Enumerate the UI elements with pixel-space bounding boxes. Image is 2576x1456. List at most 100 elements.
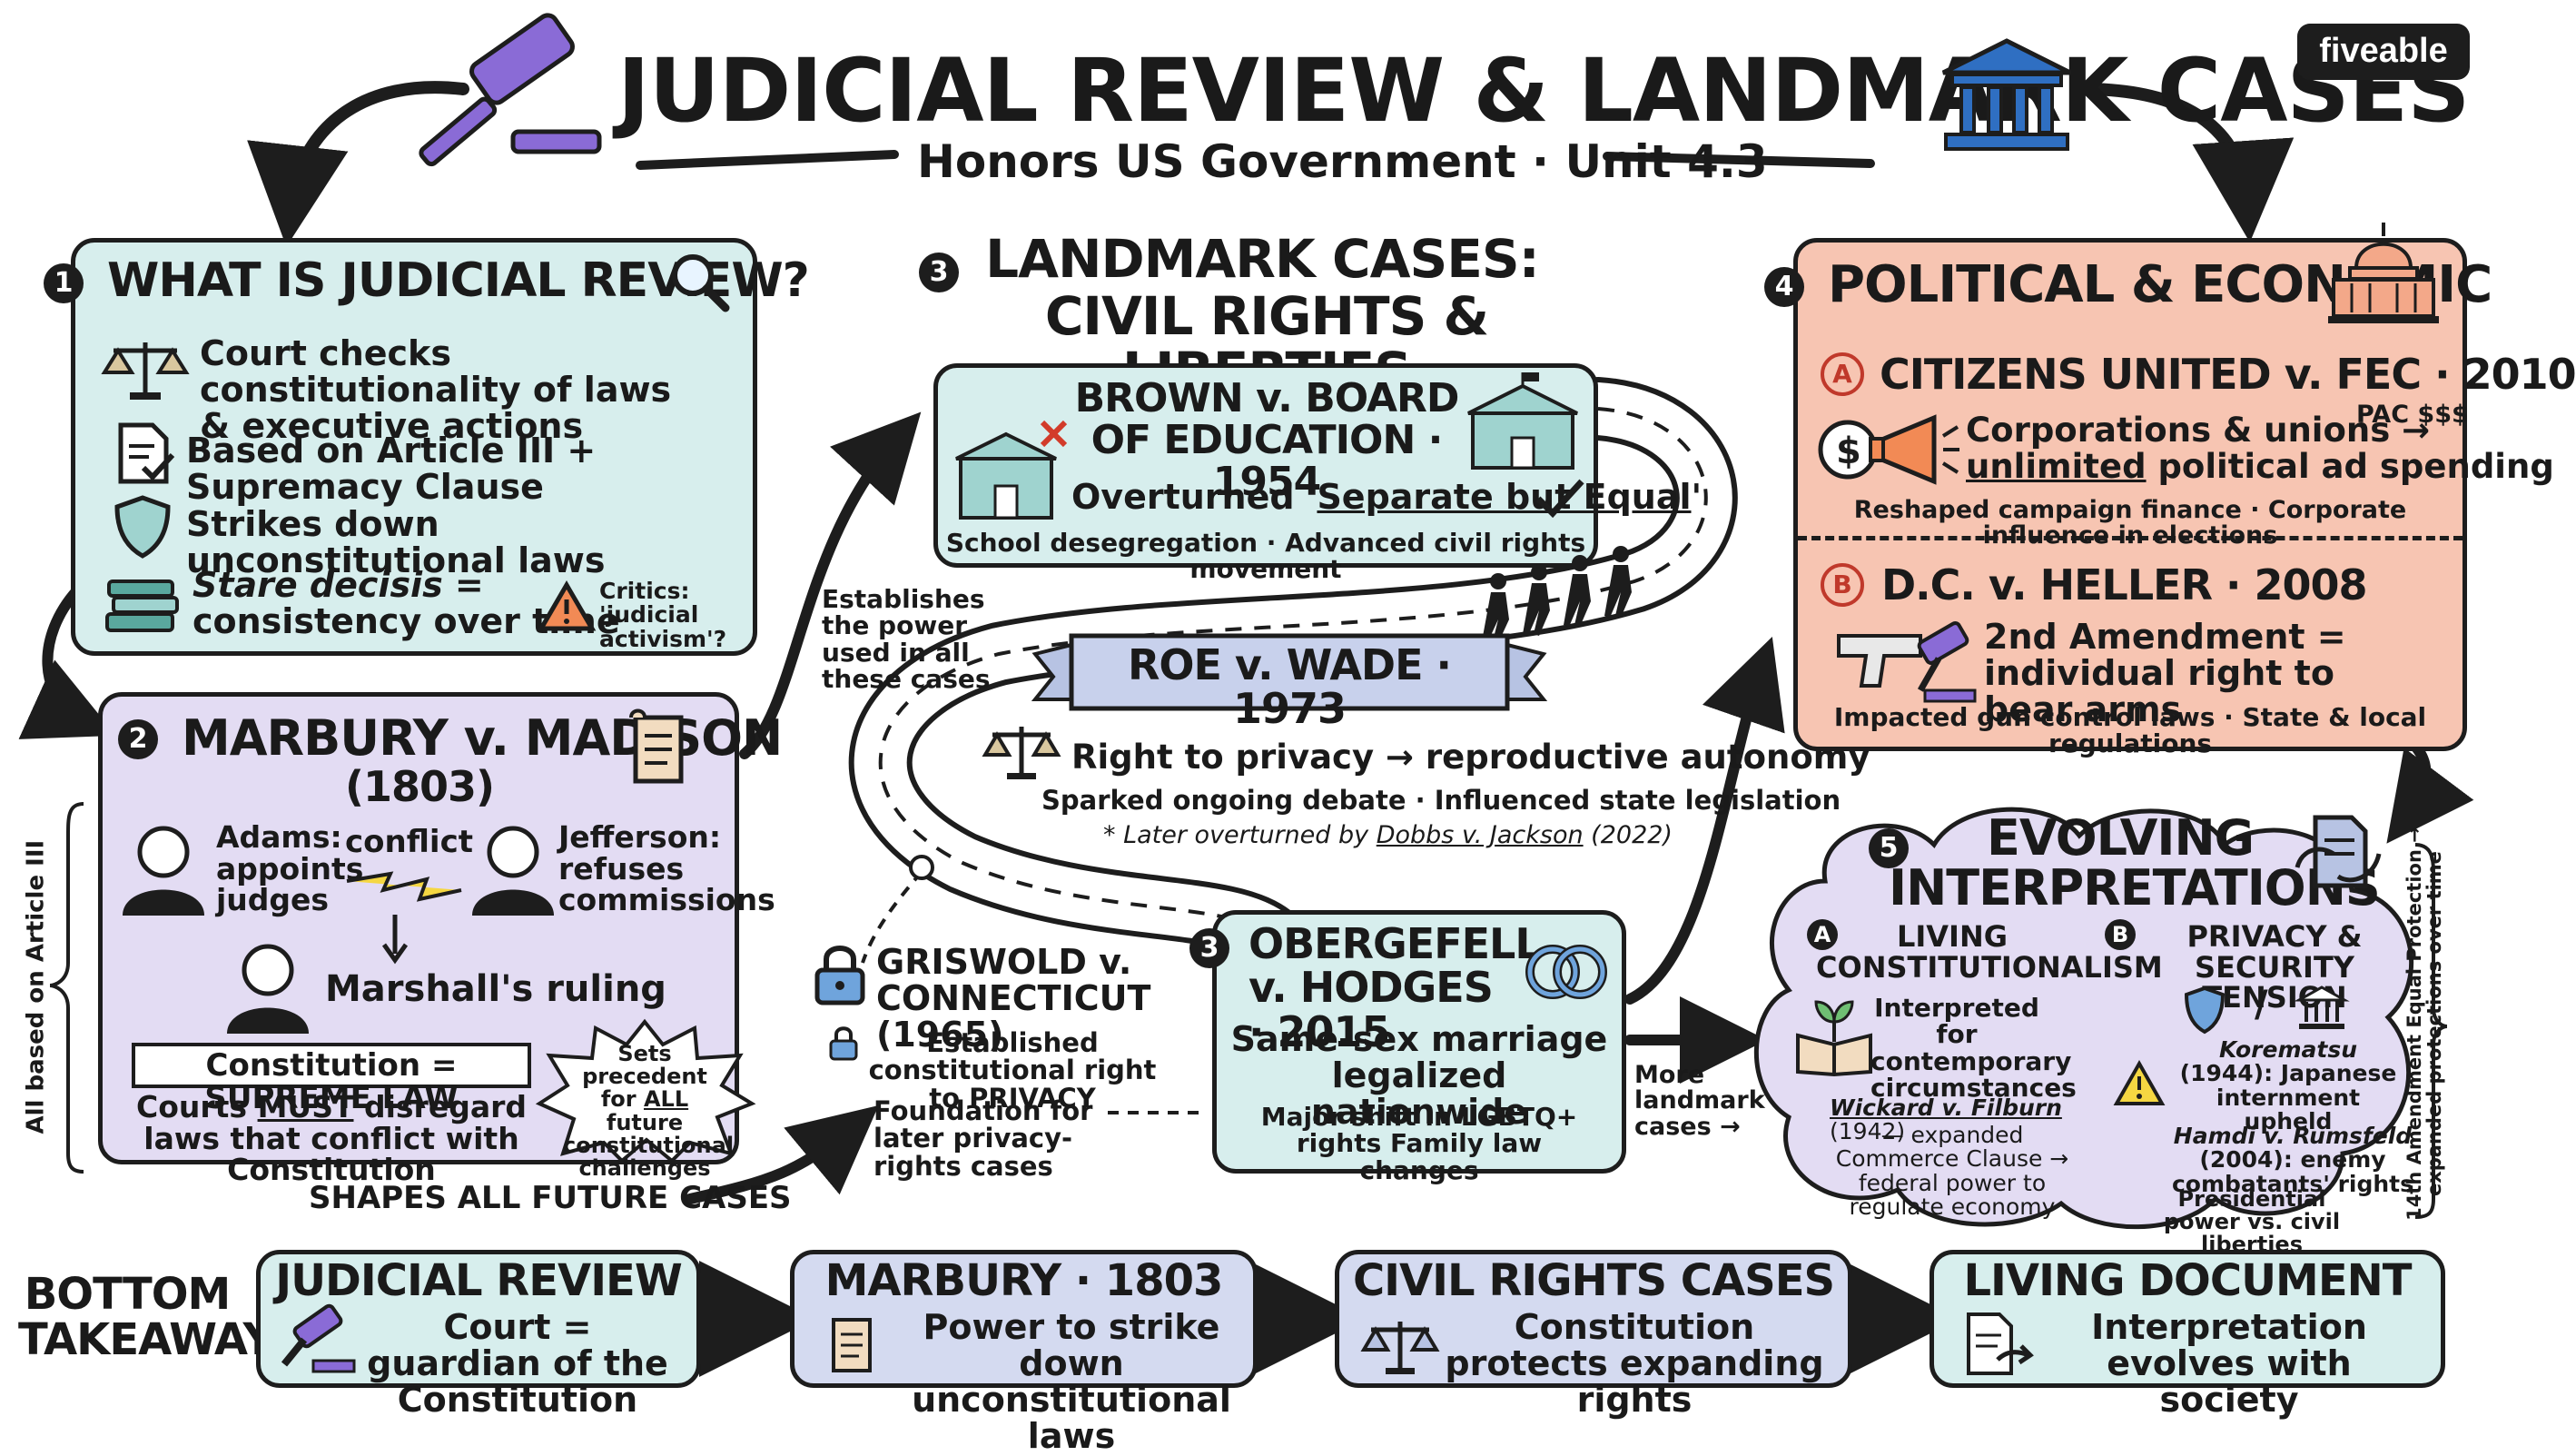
roe-l3-pre: * Later overturned by	[1103, 821, 1377, 849]
scales-icon	[982, 727, 1061, 779]
scales-icon	[1360, 1322, 1440, 1374]
section-title-line1: EVOLVING	[1986, 809, 2255, 867]
heller-line1: 2nd Amendment = individual right to bear…	[1984, 617, 2346, 729]
wickard-detail: — expanded Commerce Clause → federal pow…	[1835, 1122, 2069, 1220]
starburst-badge-icon	[535, 1018, 756, 1164]
must-post: disregard laws that conflict with Consti…	[143, 1089, 527, 1188]
s1-item-3: Strikes down unconstitutional laws	[186, 504, 606, 580]
brown-overturned: Overturned 'Separate but Equal'	[1071, 477, 1703, 517]
takeaway-text: Interpretation evolves with society	[2091, 1307, 2367, 1420]
jefferson-text: Jefferson: refuses commissions	[558, 819, 775, 918]
section-evolving-cloud	[1753, 807, 2414, 1230]
courthouse-icon	[1941, 38, 2072, 151]
section-number: 1	[44, 263, 84, 303]
obergefell-line2: Major shift in LGBTQ+ rights Family law …	[1260, 1102, 1578, 1185]
takeaway-title: JUDICIAL REVIEW	[275, 1255, 683, 1306]
page-subtitle: Honors US Government · Unit 4.3	[917, 135, 1768, 188]
takeaway-card	[1930, 1250, 2445, 1388]
roe-l3-case: Dobbs v. Jackson	[1376, 821, 1584, 849]
precedent-all: ALL	[643, 1086, 689, 1113]
hamdi-rest: (2004): enemy combatants' rights	[2171, 1146, 2414, 1197]
padlock-icon	[814, 946, 865, 1005]
obergefell-title: OBERGEFELL v. HODGES · 2015	[1249, 919, 1542, 1056]
shield-icon	[2184, 986, 2226, 1035]
document-arrow-icon	[1967, 1312, 2034, 1375]
more-cases-note: More landmark cases →	[1634, 1061, 1765, 1141]
rings-icon	[1525, 945, 1607, 999]
marchers-icon	[1482, 546, 1632, 643]
precedent-post: future constitutional challenges	[563, 1109, 735, 1181]
adams-portrait-icon	[123, 826, 204, 916]
privacy-slash: /	[2255, 984, 2268, 1025]
section-number: 5	[1869, 828, 1909, 868]
must-pre: Courts	[135, 1089, 258, 1124]
letter-b: B	[1821, 563, 1864, 607]
shield-icon	[114, 495, 171, 559]
magnifier-icon	[672, 254, 730, 312]
wickard-year: (1942)	[1830, 1118, 1906, 1145]
courthouse-small-icon	[2294, 986, 2350, 1029]
section-number: 3	[919, 253, 959, 292]
section-political-economic	[1793, 238, 2467, 751]
equal-protection-side-note: 14th Amendment Equal Protection → expand…	[2403, 827, 2445, 1221]
korematsu-case: Korematsu	[2218, 1036, 2357, 1063]
roe-line2: Sparked ongoing debate · Influenced stat…	[1041, 785, 1841, 816]
overturned-post: '	[1691, 477, 1703, 517]
shapes-future-note: SHAPES ALL FUTURE CASES	[309, 1180, 792, 1216]
privacy-security-title: PRIVACY & SECURITY TENSION	[2186, 919, 2363, 1015]
brown-title: BROWN v. BOARD OF EDUCATION · 1954	[1074, 375, 1460, 506]
citizens-line2: unlimited political ad spending	[1966, 449, 2554, 485]
courts-must: Courts MUST disregard laws that conflict…	[123, 1089, 540, 1188]
case-number: 3	[1189, 928, 1229, 968]
school-icon	[1467, 372, 1578, 470]
down-arrow-icon	[381, 915, 409, 965]
section-title-line2: INTERPRETATIONS	[1889, 859, 2381, 916]
padlock-small-icon	[829, 1026, 858, 1061]
griswold-title: GRISWOLD v. CONNECTICUT (1965)	[876, 942, 1151, 1055]
marshall-portrait-icon	[227, 944, 309, 1034]
takeaway-text: Court = guardian of the Constitution	[367, 1307, 668, 1420]
takeaway-text: Power to strike down unconstitutional la…	[912, 1307, 1231, 1456]
gun-gavel-icon	[1837, 621, 1977, 703]
brown-impact: School desegregation · Advanced civil ri…	[945, 528, 1586, 585]
precedent-note: Sets precedent for ALL future constituti…	[563, 1042, 734, 1180]
brand-logo: fiveable	[2297, 24, 2470, 80]
roe-line1: Right to privacy → reproductive autonomy	[1071, 738, 1870, 777]
page-title: JUDICIAL REVIEW & LANDMARK CASES	[617, 40, 2470, 142]
scroll-icon	[832, 1318, 872, 1372]
books-icon	[105, 579, 179, 632]
lightning-icon	[346, 871, 462, 902]
must-word: MUST	[257, 1089, 354, 1124]
adams-text: Adams: appoints judges	[216, 819, 364, 918]
document-check-icon	[118, 422, 175, 484]
heller-impact: Impacted gun control laws · State & loca…	[1833, 702, 2427, 759]
overturned-mid: Separate but Equal	[1317, 477, 1692, 517]
check-icon	[1535, 479, 1584, 519]
gavel-icon	[419, 13, 602, 167]
citizens-united-title: CITIZENS UNITED v. FEC · 2010	[1880, 350, 2576, 399]
establishes-note: Establishes the power used in all these …	[822, 584, 991, 695]
bottom-takeaway-label: BOTTOM TAKEAWAY	[18, 1269, 274, 1366]
section-number: 2	[118, 719, 158, 759]
connector-arrows	[18, 81, 2474, 1377]
marshall-ruling: Marshall's ruling	[325, 968, 666, 1010]
capitol-icon	[2328, 223, 2439, 323]
brand-text: fiveable	[2319, 32, 2448, 70]
takeaway-text: Constitution protects expanding rights	[1445, 1307, 1824, 1420]
presidential-power-note: Presidential power vs. civil liberties	[2163, 1186, 2341, 1258]
takeaway-title: LIVING DOCUMENT	[1963, 1255, 2412, 1306]
warning-icon	[2113, 1059, 2166, 1105]
korematsu-line: Korematsu (1944): Japanese internment up…	[2170, 1036, 2406, 1134]
jefferson-portrait-icon	[472, 826, 554, 916]
conflict-label: conflict	[345, 824, 473, 860]
scroll-icon	[629, 708, 684, 784]
hamdi-case: Hamdi v. Rumsfeld	[2173, 1123, 2413, 1149]
takeaway-card	[1335, 1250, 1852, 1388]
griswold-line2: Foundation for later privacy-rights case…	[873, 1095, 1093, 1182]
s1-item-1: Court checks constitutionality of laws &…	[200, 333, 672, 446]
roe-l3-post: (2022)	[1583, 821, 1673, 849]
scales-icon	[101, 342, 190, 400]
pac-label: PAC $$$	[2356, 401, 2469, 429]
korematsu-rest: (1944): Japanese internment upheld	[2179, 1060, 2397, 1134]
wickard-case: Wickard v. Filburn	[1830, 1094, 2062, 1121]
